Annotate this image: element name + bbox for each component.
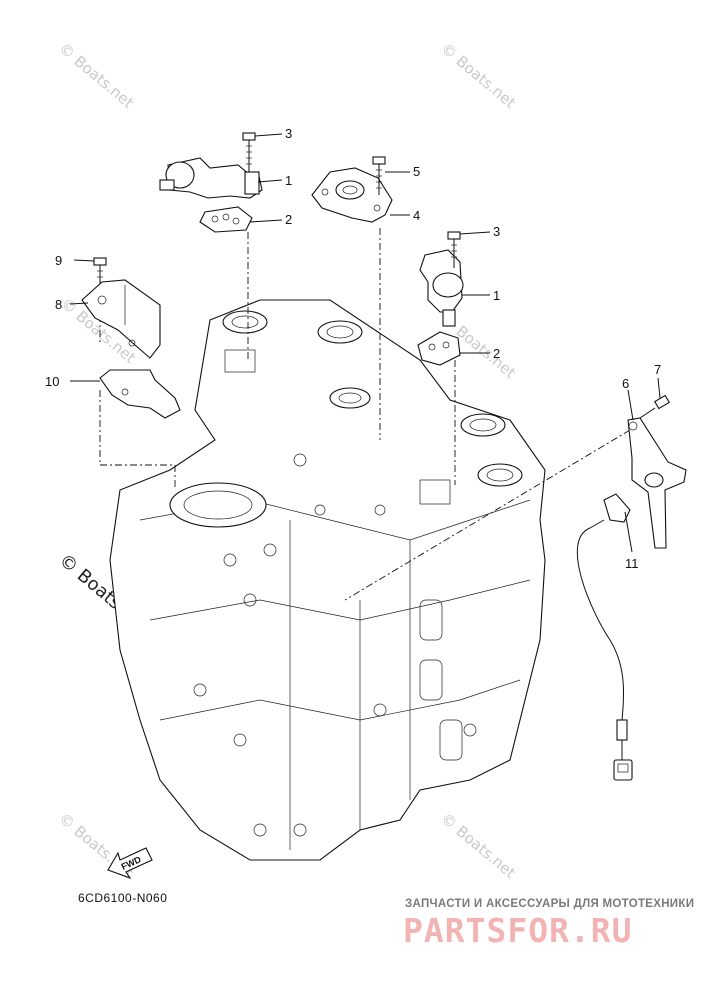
bolt-upper-left — [242, 132, 256, 172]
callout-3-lower: 3 — [493, 224, 500, 239]
callout-10: 10 — [45, 374, 59, 389]
fwd-arrow: FWD — [107, 847, 153, 880]
callout-6: 6 — [622, 376, 629, 391]
callout-7: 7 — [654, 362, 661, 377]
bolt-sensor — [639, 394, 670, 419]
callout-3-upper: 3 — [285, 126, 292, 141]
callout-4: 4 — [413, 208, 420, 223]
callout-labels: 1 2 3 5 4 3 1 2 9 8 10 6 7 11 — [45, 126, 661, 571]
callout-2-lower: 2 — [493, 346, 500, 361]
oil-control-valve-upper — [159, 157, 263, 199]
cover-plate — [311, 167, 393, 223]
watermark-top-left: © Boats.net — [55, 39, 137, 112]
callout-1-lower: 1 — [493, 288, 500, 303]
gasket-bracket — [99, 369, 181, 419]
callout-5: 5 — [413, 164, 420, 179]
callout-9: 9 — [55, 253, 62, 268]
bolt-cover — [372, 156, 386, 195]
brand-subtitle: ЗАПЧАСТИ И АКСЕССУАРЫ ДЛЯ МОТОТЕХНИКИ — [405, 898, 694, 910]
watermark-lower-right: © Boats.net — [437, 809, 519, 882]
oil-control-valve-lower — [419, 249, 464, 327]
cylinder-block — [109, 299, 546, 861]
gasket-upper-left — [199, 206, 253, 233]
leader-lines — [99, 228, 631, 601]
callout-lines — [69, 133, 661, 553]
watermark-top-right: © Boats.net — [437, 39, 519, 112]
sensor-bracket — [627, 417, 687, 549]
bolt-bracket — [93, 257, 107, 285]
diagram-code: 6CD6100-N060 — [78, 891, 167, 905]
bolt-lower-right — [447, 231, 461, 268]
brand-watermark: ЗАПЧАСТИ И АКСЕССУАРЫ ДЛЯ МОТОТЕХНИКИ PA… — [403, 898, 694, 950]
knock-sensor — [576, 493, 633, 781]
callout-1-upper: 1 — [285, 173, 292, 188]
bracket — [81, 279, 161, 359]
callout-11: 11 — [625, 556, 639, 571]
callout-2-upper: 2 — [285, 212, 292, 227]
brand-name: PARTSFOR.RU — [403, 911, 633, 950]
callout-8: 8 — [55, 297, 62, 312]
gasket-lower-right — [417, 331, 461, 366]
